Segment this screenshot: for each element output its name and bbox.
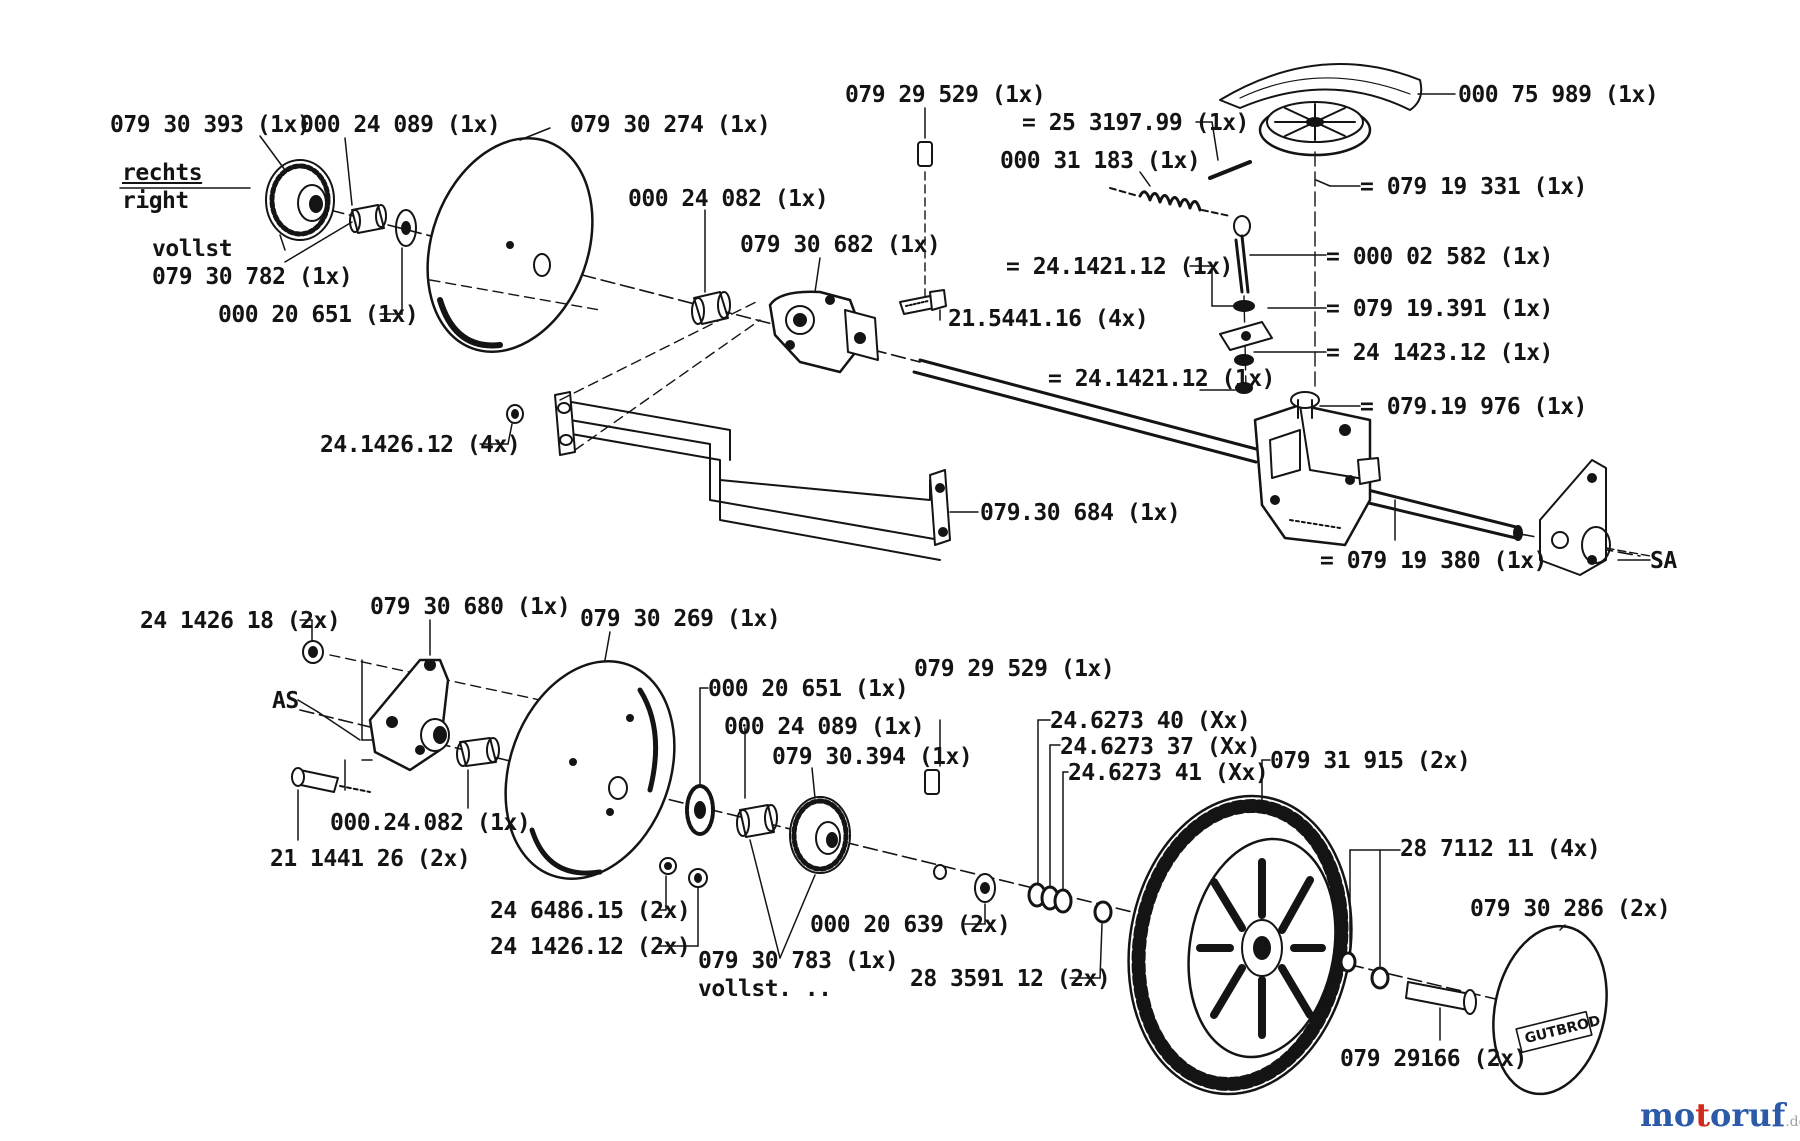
part-label: = 079 19 331 (1x) — [1360, 174, 1587, 200]
part-label: 000.24.082 (1x) — [330, 810, 531, 836]
part-label: 079 30 274 (1x) — [570, 112, 771, 138]
pulley — [1258, 101, 1372, 391]
part-label: 24.6273 37 (Xx) — [1060, 734, 1261, 760]
belt — [1219, 63, 1423, 111]
part-label: 24 1426.12 (2x) — [490, 934, 691, 960]
cover-disc-top — [426, 136, 601, 354]
part-label: vollst — [152, 236, 233, 262]
part-label: 079 30 680 (1x) — [370, 594, 571, 620]
cover-disc-bottom — [504, 660, 676, 880]
part-label: vollst. .. — [698, 976, 832, 1002]
washer-nut-bottom — [659, 857, 708, 888]
washer-28-3591-12 — [1093, 900, 1113, 924]
screw-top — [899, 289, 947, 315]
washer-stack — [1219, 300, 1273, 394]
part-label: 000 20 639 (2x) — [810, 912, 1011, 938]
part-label: 000 24 082 (1x) — [628, 186, 829, 212]
part-label: 079.30 684 (1x) — [980, 500, 1181, 526]
part-label: 079 29 529 (1x) — [914, 656, 1115, 682]
washer-top — [395, 209, 417, 247]
part-label: 000 24 089 (1x) — [300, 112, 501, 138]
bearing-bracket-right — [1539, 459, 1651, 576]
spring — [1109, 187, 1231, 217]
part-label: 24.6273 41 (Xx) — [1068, 760, 1269, 786]
part-label: 079 30 783 (1x) — [698, 948, 899, 974]
part-label: 000 31 183 (1x) — [1000, 148, 1201, 174]
hubcap — [1492, 924, 1608, 1096]
part-label: 21.5441.16 (4x) — [948, 306, 1149, 332]
part-label: 000 75 989 (1x) — [1458, 82, 1659, 108]
bearing-bracket-bottom — [368, 658, 450, 772]
part-label: 079 29 529 (1x) — [845, 82, 1046, 108]
frame-bar — [554, 299, 951, 561]
axle-bolt — [1405, 981, 1477, 1015]
key-top — [917, 141, 933, 301]
part-label: 079 30.394 (1x) — [772, 744, 973, 770]
part-label: 079 30 682 (1x) — [740, 232, 941, 258]
drive-gear-left — [789, 796, 851, 874]
part-label: = 079 19.391 (1x) — [1326, 296, 1553, 322]
part-label: 079 30 782 (1x) — [152, 264, 353, 290]
part-label: right — [122, 188, 189, 214]
part-label: 000 20 651 (1x) — [708, 676, 909, 702]
part-label: 000 24 089 (1x) — [724, 714, 925, 740]
part-label: 000 20 651 (1x) — [218, 302, 419, 328]
part-label: 28 3591 12 (2x) — [910, 966, 1111, 992]
bushing-top — [349, 204, 387, 234]
bushing-gear — [736, 804, 778, 838]
bushing-mid — [691, 291, 731, 325]
shim-stack — [1027, 882, 1073, 914]
part-label: 079 29166 (2x) — [1340, 1046, 1527, 1072]
part-label: 079 30 269 (1x) — [580, 606, 781, 632]
watermark-logo: motoruf.de — [1640, 1096, 1800, 1141]
key-bottom — [924, 769, 947, 880]
bearing-bracket-top — [768, 290, 879, 374]
axle-shaft — [912, 358, 1523, 541]
part-label: 21 1441 26 (2x) — [270, 846, 471, 872]
part-label: rechts — [122, 160, 203, 186]
bushing-bottom — [456, 737, 500, 767]
gearbox — [1253, 391, 1381, 547]
small-gear — [685, 784, 715, 836]
part-label: AS — [272, 688, 299, 714]
part-label: 079 30 286 (2x) — [1470, 896, 1671, 922]
part-label: = 24 1423.12 (1x) — [1326, 340, 1553, 366]
washer-000-20-639 — [974, 873, 996, 903]
part-label: 079 31 915 (2x) — [1270, 748, 1471, 774]
part-label: = 079.19 976 (1x) — [1360, 394, 1587, 420]
part-label: SA — [1650, 548, 1677, 574]
wheel — [1127, 794, 1353, 1096]
part-label: = 000 02 582 (1x) — [1326, 244, 1553, 270]
part-label: 24 6486.15 (2x) — [490, 898, 691, 924]
watermark-text: motoruf — [1640, 1096, 1786, 1134]
part-label: 28 7112 11 (4x) — [1400, 836, 1601, 862]
part-label: = 24.1421.12 (1x) — [1006, 254, 1233, 280]
nut-bracket — [302, 640, 541, 701]
screw-bottom — [291, 767, 371, 793]
nut-frame — [506, 404, 524, 424]
part-label: = 24.1421.12 (1x) — [1048, 366, 1275, 392]
part-label: 24.6273 40 (Xx) — [1050, 708, 1251, 734]
part-label: 24 1426 18 (2x) — [140, 608, 341, 634]
part-label: = 079 19 380 (1x) — [1320, 548, 1547, 574]
key-pin — [1208, 160, 1252, 180]
part-label: = 25 3197.99 (1x) — [1022, 110, 1249, 136]
part-label: 24.1426.12 (4x) — [320, 432, 521, 458]
washers-hub — [1339, 951, 1390, 990]
leader-lines — [119, 93, 1651, 1041]
part-label: 079 30 393 (1x) — [110, 112, 311, 138]
watermark-suffix: .de — [1785, 1114, 1800, 1130]
drive-gear-right — [265, 159, 335, 241]
